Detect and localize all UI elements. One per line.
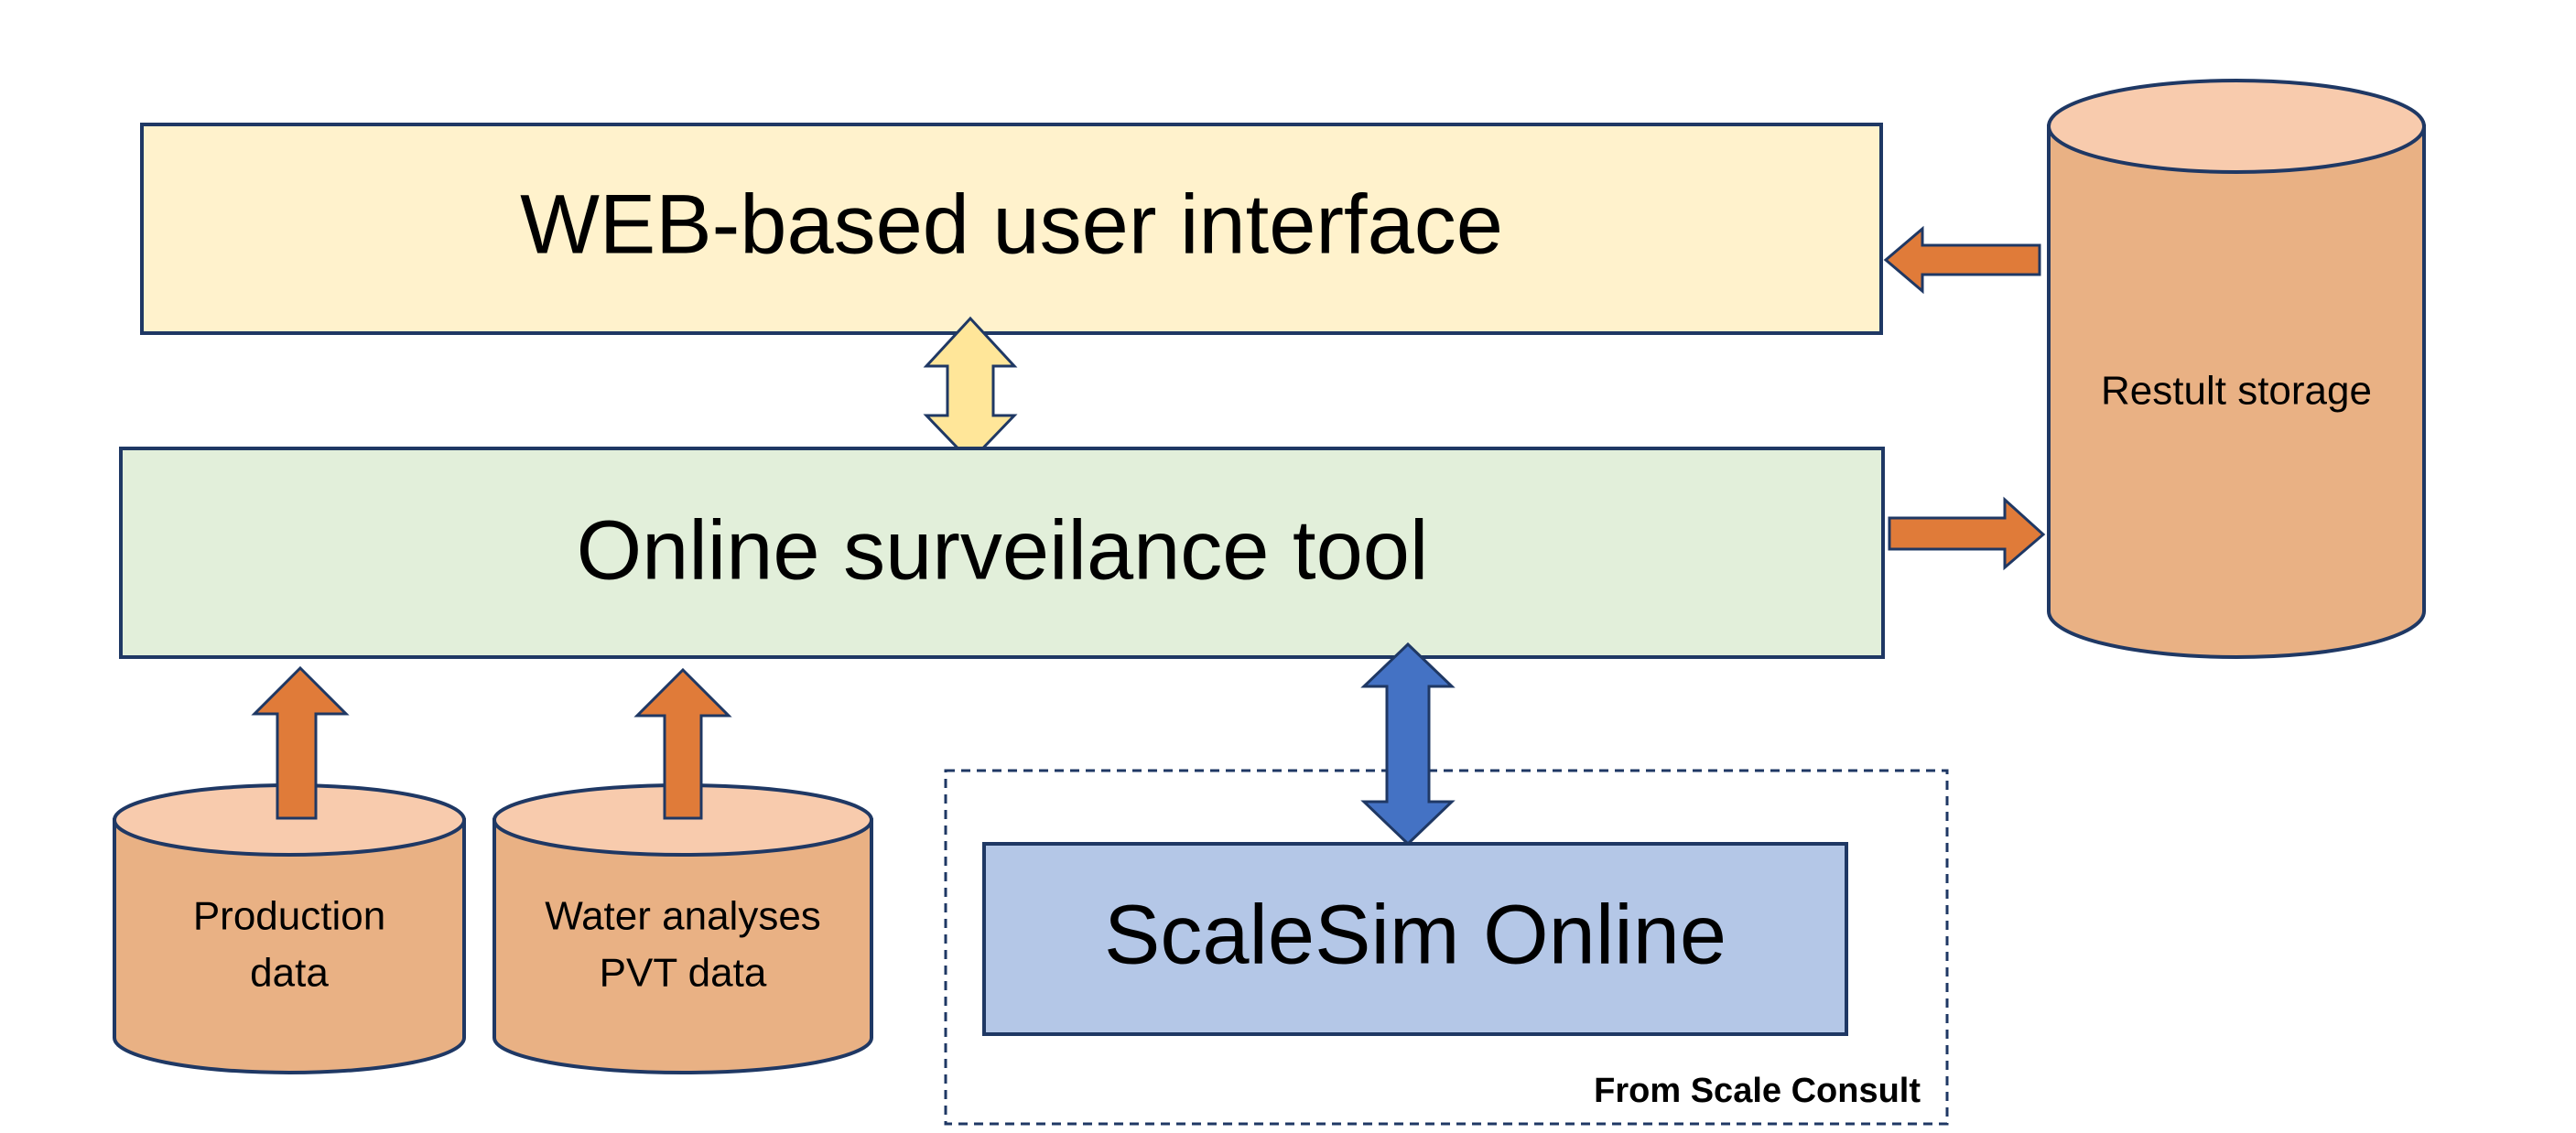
production-data-database: Production data [113, 783, 466, 1074]
scalesim-online-box: ScaleSim Online [982, 842, 1848, 1036]
water-pvt-to-tool-arrow [633, 667, 732, 820]
production-to-tool-arrow [251, 665, 350, 820]
surveillance-tool-label: Online surveilance tool [577, 503, 1429, 597]
water-pvt-label-line2: PVT data [600, 951, 767, 996]
scale-consult-group-label: From Scale Consult [1594, 1072, 1921, 1110]
scalesim-online-label: ScaleSim Online [1104, 888, 1726, 981]
storage-to-ui-arrow [1883, 225, 2041, 295]
production-data-label-line1: Production [193, 894, 385, 939]
result-storage-database: Restult storage [2047, 79, 2426, 659]
result-storage-label: Restult storage [2101, 369, 2372, 414]
web-ui-box: WEB-based user interface [140, 123, 1883, 335]
production-data-label-line2: data [250, 951, 329, 996]
water-pvt-database: Water analyses PVT data [492, 783, 873, 1074]
surveillance-tool-box: Online surveilance tool [119, 447, 1885, 659]
scale-consult-group: From Scale Consult [944, 769, 1949, 1126]
tool-scalesim-double-arrow [1360, 642, 1456, 847]
ui-tool-double-arrow [923, 316, 1018, 464]
web-ui-label: WEB-based user interface [520, 178, 1503, 271]
water-pvt-label-line1: Water analyses [545, 894, 821, 939]
tool-to-storage-arrow [1888, 496, 2046, 571]
